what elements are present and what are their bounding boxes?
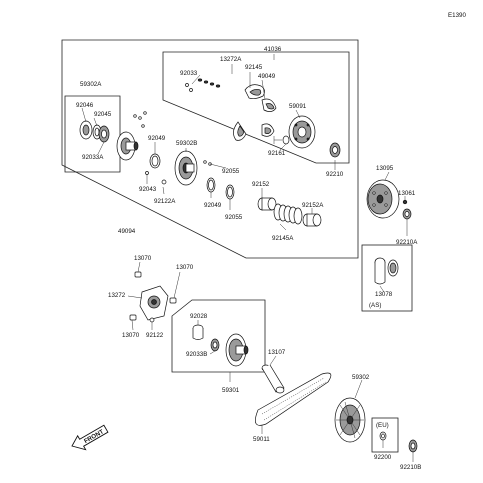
label-92161: 92161: [268, 150, 286, 157]
part-49049-weights: [261, 98, 277, 112]
part-13272-spider: [139, 285, 169, 321]
label-13070-b: 13070: [176, 264, 194, 271]
part-92122: [149, 317, 155, 323]
label-92049-a: 92049: [148, 135, 166, 142]
frame-as: [361, 244, 413, 312]
part-92152-bush: [257, 197, 277, 211]
part-92145-spring: [244, 84, 265, 100]
label-92028: 92028: [190, 313, 208, 320]
label-92045: 92045: [94, 111, 112, 118]
label-13061: 13061: [398, 190, 416, 197]
frame-eu: [371, 417, 399, 453]
label-13095: 13095: [376, 165, 394, 172]
part-92055-pin-a: [203, 160, 207, 164]
part-13272A-rollers: [197, 78, 221, 88]
label-92145: 92145: [245, 64, 263, 71]
part-59302B-sheave: [174, 150, 198, 186]
front-arrow-icon: FRONT: [71, 424, 109, 451]
label-92152: 92152: [252, 181, 270, 188]
label-13272: 13272: [108, 292, 126, 299]
label-49049: 49049: [258, 73, 276, 80]
label-92049-b: 92049: [204, 202, 222, 209]
part-92161: [273, 135, 290, 145]
part-59301-sheave: [225, 333, 249, 367]
part-59011-belt: [255, 372, 332, 426]
part-92049-oring-b-inner: [208, 179, 214, 191]
label-49094: 49094: [118, 228, 136, 235]
label-59301: 59301: [222, 387, 240, 394]
part-92033B-ring: [210, 338, 220, 352]
part-13107-shaft: [261, 364, 285, 394]
label-92043: 92043: [139, 186, 157, 193]
label-59091: 59091: [289, 103, 307, 110]
label-eu: (EU): [376, 422, 389, 429]
label-92210A: 92210A: [396, 239, 418, 246]
label-92210: 92210: [326, 171, 344, 178]
part-92210B-nut: [408, 439, 418, 453]
label-13070-c: 13070: [122, 332, 140, 339]
part-59302-fan-sheave: [334, 397, 366, 443]
label-92046: 92046: [76, 102, 94, 109]
part-92043-pin: [145, 171, 149, 184]
part-92210A-nut: [402, 208, 412, 220]
part-92028-bush: [192, 324, 204, 340]
part-92033-clips: [185, 83, 193, 92]
part-13061: [402, 199, 408, 205]
assembly-frame-59301: [171, 299, 266, 373]
label-92145A: 92145A: [272, 235, 294, 242]
label-92055-b: 92055: [225, 214, 243, 221]
part-92049-oring-a-inner: [151, 155, 159, 167]
part-92046-bearing: [79, 120, 93, 140]
label-59302A: 59302A: [80, 81, 102, 88]
label-92033-top: 92033: [180, 70, 198, 77]
label-92033B: 92033B: [186, 351, 207, 358]
part-92152A-bush: [302, 213, 322, 227]
part-13070-rollers: [129, 271, 177, 321]
part-92055-ring-inner: [227, 186, 233, 198]
assembly-frame-59302A: [64, 95, 121, 173]
label-13272A: 13272A: [220, 56, 242, 63]
diagram-id: E1390: [448, 12, 466, 19]
label-59302B: 59302B: [176, 140, 197, 147]
part-small-pins: [133, 111, 147, 128]
part-59302A-sheave: [116, 131, 139, 161]
label-92055-a: 92055: [222, 168, 240, 175]
label-41036: 41036: [264, 46, 282, 53]
part-92210-nut: [329, 142, 341, 158]
part-shoes: [233, 121, 275, 141]
label-92152A: 92152A: [302, 202, 324, 209]
label-92122A: 92122A: [154, 198, 176, 205]
label-13070-a: 13070: [134, 255, 152, 262]
label-92200: 92200: [374, 454, 392, 461]
label-59302: 59302: [352, 374, 370, 381]
part-92122A: [161, 179, 167, 185]
label-13078: 13078: [375, 291, 393, 298]
part-13078-sleeve: [374, 257, 399, 285]
part-labels: 13272A 41036 92145 92033 49049 59302A 59…: [76, 46, 421, 471]
part-92145A-spring: [273, 203, 303, 225]
part-59091-clutch: [288, 115, 316, 149]
part-92200-washer: [379, 431, 387, 441]
part-13095-housing: [366, 179, 400, 219]
part-92033A-ring: [98, 125, 110, 143]
assembly-frame-41036: [162, 51, 350, 164]
assembly-frame-49094: [61, 39, 359, 259]
label-92122: 92122: [146, 332, 164, 339]
label-92033A: 92033A: [82, 154, 104, 161]
label-92210B: 92210B: [400, 464, 421, 471]
label-13107: 13107: [268, 349, 286, 356]
label-59011: 59011: [253, 436, 270, 443]
leader-lines: [81, 54, 414, 462]
label-as: (AS): [369, 302, 381, 309]
